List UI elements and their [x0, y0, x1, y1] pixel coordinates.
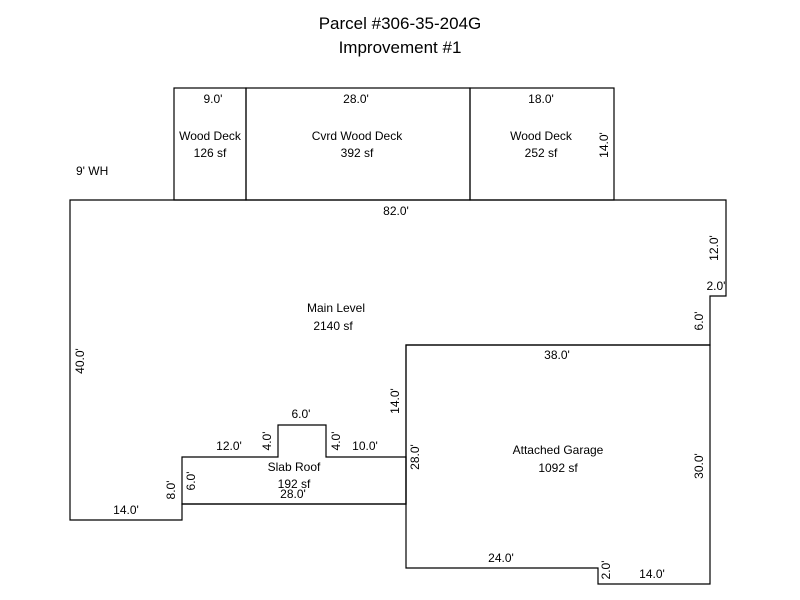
dim-slab-bump-right: 4.0': [329, 432, 343, 451]
area-name-wood-deck-2: Wood Deck: [510, 129, 573, 143]
dim-garage-left: 28.0': [408, 444, 422, 470]
area-name-garage: Attached Garage: [513, 443, 604, 457]
slab-roof-outline: [181, 424, 407, 505]
area-size-main-level: 2140 sf: [313, 319, 353, 333]
dim-deck3-height: 14.0': [597, 132, 611, 158]
area-name-main-level: Main Level: [307, 301, 365, 315]
dim-garage-notch: 2.0': [599, 561, 613, 580]
dim-main-step: 2.0': [707, 279, 726, 293]
area-name-slab-roof: Slab Roof: [268, 460, 321, 474]
dim-slab-top-right: 10.0': [352, 439, 378, 453]
dim-garage-top: 38.0': [544, 348, 570, 362]
area-size-covered-deck: 392 sf: [341, 146, 374, 160]
dim-main-top: 82.0': [383, 204, 409, 218]
dim-main-right-lower: 6.0': [692, 312, 706, 331]
area-name-covered-deck: Cvrd Wood Deck: [312, 129, 403, 143]
dim-main-left-step: 8.0': [164, 481, 178, 500]
area-size-wood-deck-1: 126 sf: [194, 146, 227, 160]
dim-main-inner: 14.0': [388, 388, 402, 414]
dim-main-right-upper: 12.0': [707, 235, 721, 261]
main-level-outline: [69, 199, 727, 521]
dim-deck2-width: 28.0': [343, 92, 369, 106]
dim-deck3-width: 18.0': [528, 92, 554, 106]
dim-garage-bottom-right: 14.0': [639, 567, 665, 581]
dim-slab-top-left: 12.0': [216, 439, 242, 453]
page-subtitle: Improvement #1: [338, 38, 462, 57]
dim-main-bottom: 14.0': [113, 503, 139, 517]
page-title: Parcel #306-35-204G: [318, 14, 482, 33]
dim-slab-left: 6.0': [184, 472, 198, 491]
dim-garage-bottom-left: 24.0': [488, 551, 514, 565]
area-size-garage: 1092 sf: [538, 461, 578, 475]
area-size-slab-roof: 192 sf: [278, 477, 311, 491]
area-size-wood-deck-2: 252 sf: [525, 146, 558, 160]
area-name-wood-deck-1: Wood Deck: [179, 129, 242, 143]
dim-garage-right: 30.0': [692, 453, 706, 479]
dim-slab-bump-top: 6.0': [292, 407, 311, 421]
dim-deck1-width: 9.0': [204, 92, 223, 106]
wall-height-note: 9' WH: [76, 164, 108, 178]
dim-slab-bump-left: 4.0': [260, 432, 274, 451]
attached-garage-outline: [405, 344, 711, 585]
dim-main-left: 40.0': [73, 348, 87, 374]
dim-slab-bottom: 28.0': [280, 487, 306, 501]
